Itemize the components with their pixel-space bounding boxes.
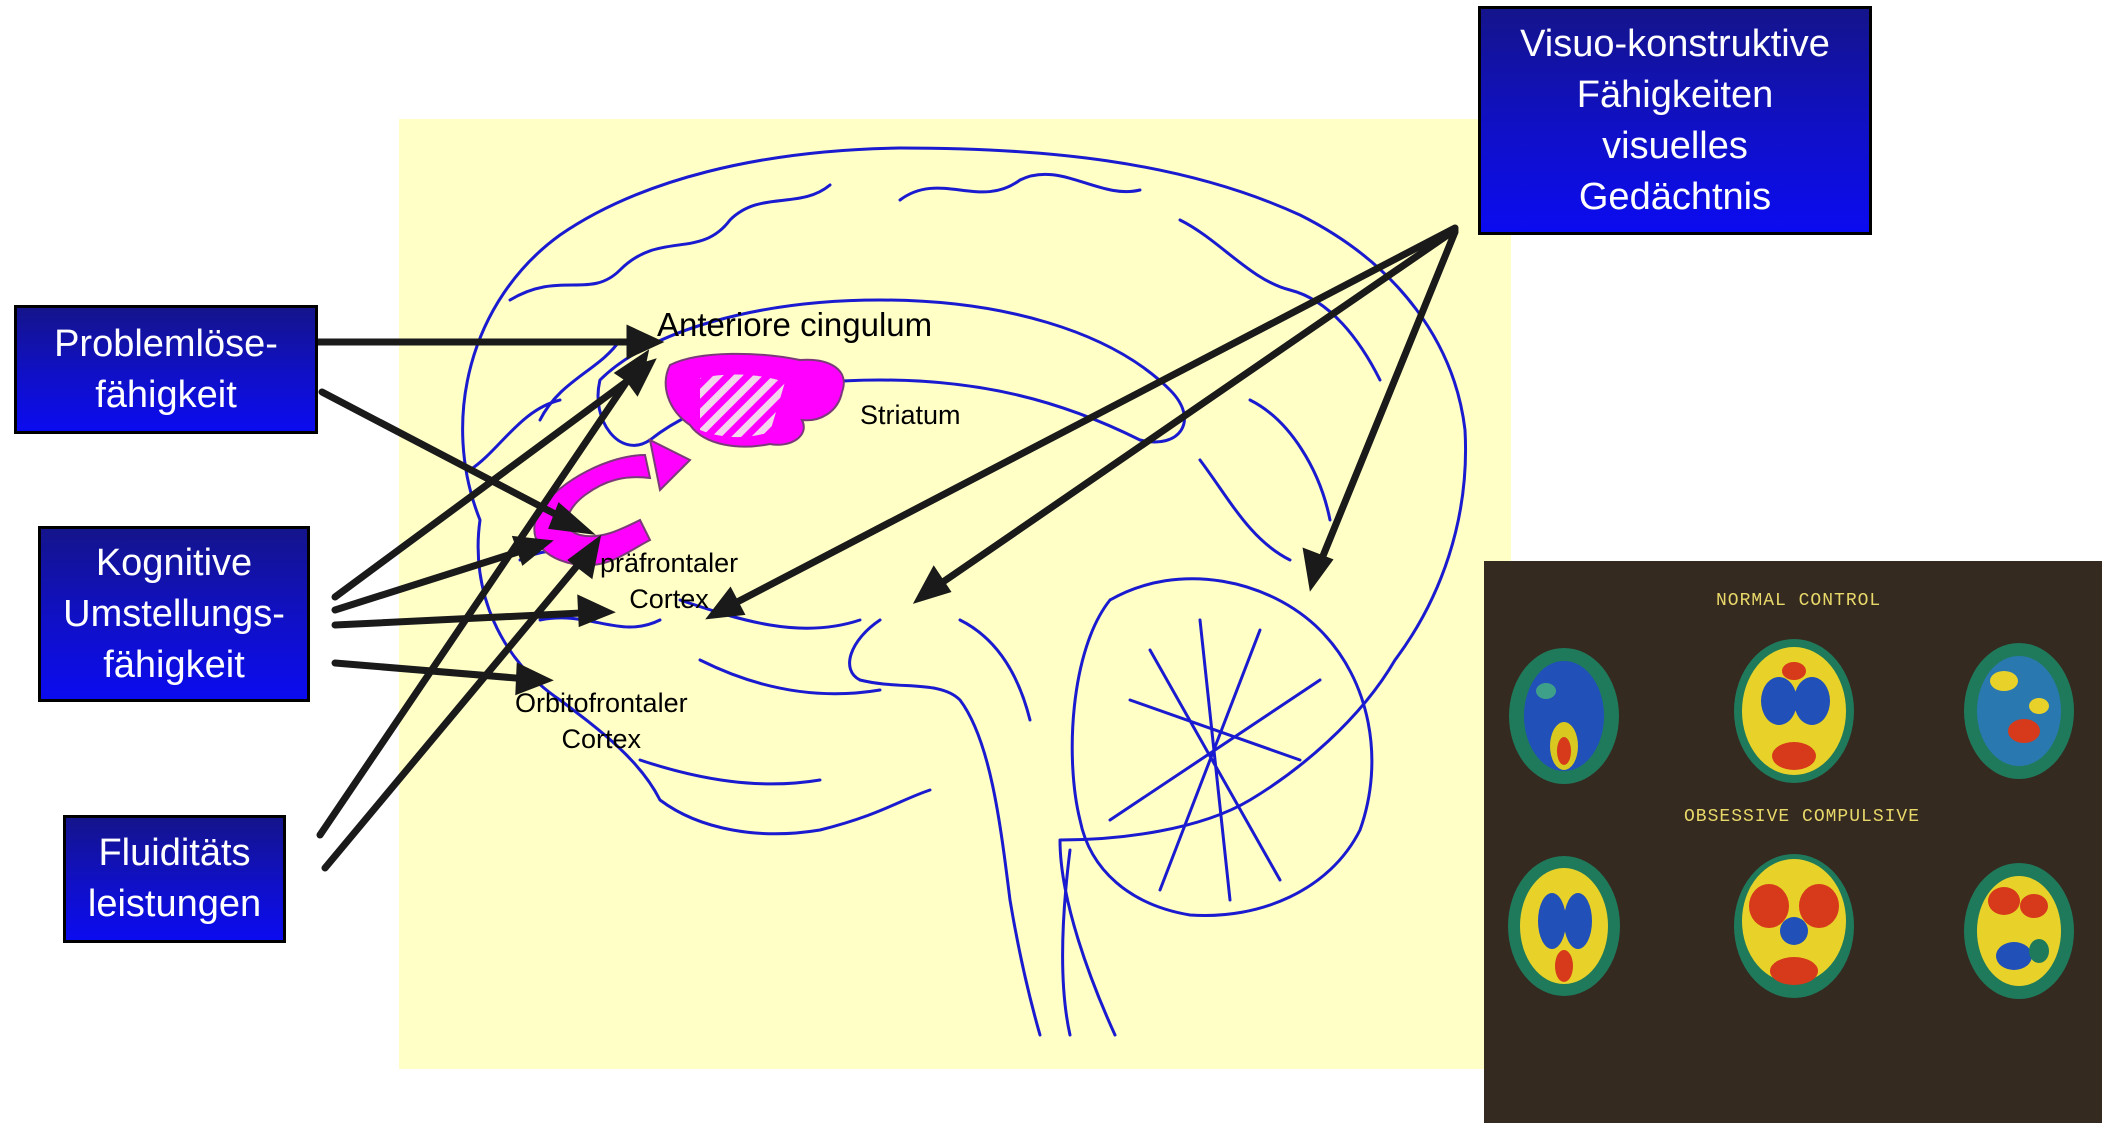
striatum-label: Striatum	[860, 400, 961, 431]
visuo-konstruktive-box: Visuo-konstruktive Fähigkeiten visuelles…	[1478, 6, 1872, 235]
brainstem	[850, 620, 1040, 1035]
brain-scan-normal-1	[1509, 648, 1619, 784]
kognitive-umstellung-box: Kognitive Umstellungs- fähigkeit	[38, 526, 310, 702]
fluiditaets-box: Fluiditäts leistungen	[63, 815, 286, 943]
arrow	[1314, 232, 1455, 578]
cerebellum	[1072, 579, 1372, 916]
normal-control-label: NORMAL CONTROL	[1716, 591, 1881, 611]
brain-scan-ocd-2	[1734, 854, 1854, 998]
pet-scan-brains	[1484, 561, 2102, 1123]
praefrontaler-cortex-label: präfrontaler Cortex	[600, 545, 738, 617]
pet-scan-image: NORMAL CONTROL OBSESSIVE COMPULSIVE	[1484, 561, 2102, 1123]
arrow-head	[1307, 553, 1328, 583]
arrow	[718, 228, 1455, 612]
brain-scan-normal-2	[1734, 639, 1854, 783]
brain-scan-normal-3	[1964, 643, 2074, 779]
problemloese-box: Problemlöse- fähigkeit	[14, 305, 318, 434]
arrow-head	[553, 508, 585, 530]
parietal-gyri	[900, 174, 1380, 560]
orbitofrontaler-cortex-label: Orbitofrontaler Cortex	[515, 685, 688, 757]
anteriore-cingulum-label: Anteriore cingulum	[657, 306, 932, 344]
arrow	[924, 230, 1455, 595]
brain-scan-ocd-3	[1964, 863, 2074, 999]
striatum-shape	[666, 354, 844, 447]
arrow-head	[920, 572, 946, 598]
arrow-head	[630, 330, 656, 354]
obsessive-compulsive-label: OBSESSIVE COMPULSIVE	[1684, 807, 1920, 827]
brain-scan-ocd-1	[1508, 856, 1620, 996]
